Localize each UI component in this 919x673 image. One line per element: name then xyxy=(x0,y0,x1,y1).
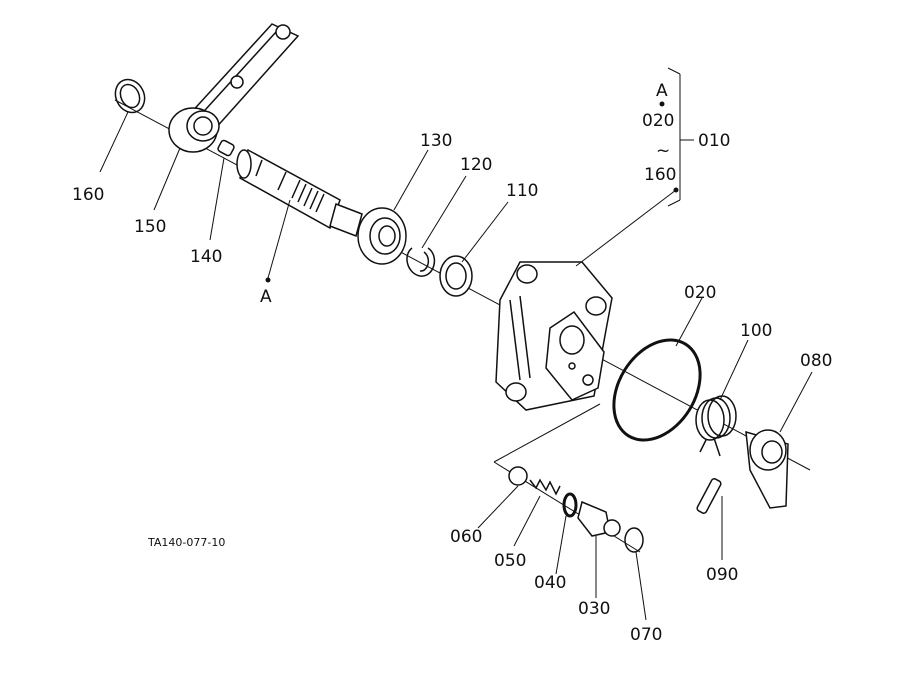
part-070-snap-ring xyxy=(624,527,644,553)
range-from: 020 xyxy=(642,111,674,131)
label-120: 120 xyxy=(460,155,492,175)
label-150: 150 xyxy=(134,217,166,237)
part-160-snap-ring xyxy=(114,78,146,114)
range-end-dot xyxy=(673,187,679,193)
range-to: 160 xyxy=(644,165,676,185)
drawing-code: TA140-077-10 xyxy=(147,536,225,549)
part-shaft xyxy=(236,148,363,237)
part-110-washer xyxy=(439,255,473,297)
label-shaft-marker: A xyxy=(260,287,272,307)
label-030: 030 xyxy=(578,599,610,619)
range-start-marker: A xyxy=(656,81,668,101)
part-090-pin xyxy=(696,478,722,514)
part-130-bearing xyxy=(357,207,407,265)
part-030-plug xyxy=(577,500,621,537)
label-100: 100 xyxy=(740,321,772,341)
part-060-ball xyxy=(508,466,528,486)
assembly-ref: 010 xyxy=(698,131,730,151)
part-050-spring xyxy=(529,478,561,496)
part-150-lever-arm xyxy=(168,23,300,153)
label-110: 110 xyxy=(506,181,538,201)
range-marker-dot xyxy=(659,101,665,107)
part-020-o-ring xyxy=(612,338,702,442)
shaft-marker-dot xyxy=(265,277,271,283)
part-housing xyxy=(495,261,613,411)
label-130: 130 xyxy=(420,131,452,151)
leader-lines xyxy=(99,67,813,621)
label-070: 070 xyxy=(630,625,662,645)
label-020: 020 xyxy=(684,283,716,303)
part-100-spring xyxy=(695,395,737,457)
label-060: 060 xyxy=(450,527,482,547)
label-080: 080 xyxy=(800,351,832,371)
range-tilde: ~ xyxy=(656,141,670,161)
part-080-lever xyxy=(745,429,789,509)
part-120-circlip xyxy=(406,247,436,277)
label-090: 090 xyxy=(706,565,738,585)
part-040-o-ring xyxy=(562,492,578,518)
label-140: 140 xyxy=(190,247,222,267)
label-050: 050 xyxy=(494,551,526,571)
label-160: 160 xyxy=(72,185,104,205)
label-040: 040 xyxy=(534,573,566,593)
part-140-pin xyxy=(217,139,235,157)
valve-leader xyxy=(493,403,601,463)
